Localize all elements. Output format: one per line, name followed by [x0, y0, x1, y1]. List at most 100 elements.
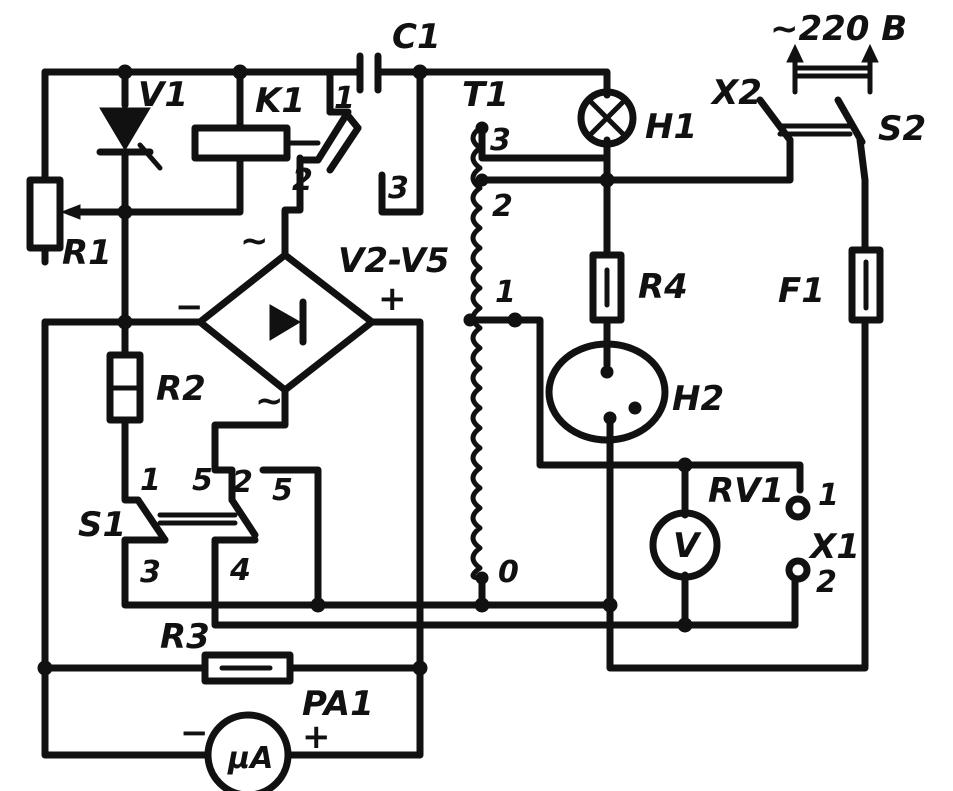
c1-to-h1-wire [374, 68, 611, 99]
junction-dot [117, 64, 133, 80]
pin-x1-2: 2 [816, 565, 837, 600]
s2-link [777, 123, 853, 137]
pin-t1-3: 3 [490, 123, 511, 158]
junction-dot [599, 172, 615, 188]
label-s1: S1 [78, 505, 126, 545]
junction-dot [117, 204, 133, 220]
labels: V1 K1 C1 T1 H1 X2 S2 ~220 B R1 R2 R3 R4 … [62, 9, 926, 776]
junction-dot [412, 660, 428, 676]
v1-thyristor-icon [96, 107, 163, 171]
junction-dot [412, 64, 428, 80]
pin-k1-3: 3 [388, 171, 409, 206]
label-r1: R1 [62, 233, 112, 273]
f1-fuse [848, 246, 884, 324]
sign-bridge-ac-top: ~ [240, 221, 269, 261]
r2-resistor [106, 351, 144, 424]
bridge-ac2-wire [211, 386, 289, 504]
sign-bridge-plus: + [378, 279, 407, 319]
r3-resistor [201, 651, 294, 685]
k1-contacts [296, 108, 362, 174]
junction-dot [474, 597, 490, 613]
pin-s1-5b: 5 [272, 473, 293, 508]
pin-t1-0: 0 [498, 555, 519, 590]
junction-dot [310, 597, 326, 613]
label-c1: C1 [392, 17, 441, 57]
plug-arrow-left [786, 43, 804, 63]
pin-s1-5a: 5 [192, 463, 213, 498]
s1-link [157, 512, 238, 526]
sign-bridge-minus: − [175, 287, 204, 327]
bridge-diode-icon [269, 304, 301, 341]
c1-capacitor [356, 52, 382, 94]
r2-bottom-wire [121, 416, 142, 504]
r4-resistor [589, 251, 625, 324]
ammeter-glyph: μA [227, 741, 273, 776]
h2-neon-lamp-icon [545, 340, 669, 444]
bridge-rectifier [196, 251, 376, 394]
h2-return-wire [606, 316, 869, 672]
voltmeter-glyph: V [673, 526, 702, 566]
s1-5-wire [259, 466, 322, 609]
label-r4: R4 [638, 267, 688, 307]
k1-relay-coil [191, 124, 321, 162]
plug-body [792, 65, 873, 79]
label-k1: K1 [255, 81, 305, 121]
pin-k1-2: 2 [292, 163, 313, 198]
label-t1: T1 [462, 75, 509, 115]
h1-lamp-icon [577, 88, 637, 148]
pin-t1-1: 1 [495, 275, 516, 310]
k1-contact2-wire [281, 154, 304, 259]
pa1-ammeter [204, 711, 292, 791]
label-h2: H2 [672, 379, 724, 419]
junction-dot [677, 457, 693, 473]
x1-terminals [785, 495, 811, 583]
label-s2: S2 [878, 109, 926, 149]
meter-right-wire [286, 664, 424, 759]
pin-k1-1: 1 [334, 81, 355, 116]
k1-contact3-wire [378, 68, 424, 216]
t1-tap2-wire [478, 136, 794, 184]
label-mains: ~220 B [770, 9, 907, 49]
label-pa1: PA1 [302, 684, 374, 724]
label-v2v5: V2-V5 [338, 241, 450, 281]
label-x2: X2 [710, 73, 762, 113]
pin-s1-2: 2 [232, 465, 253, 500]
label-rv1: RV1 [708, 471, 784, 511]
junction-dot [37, 660, 53, 676]
label-r3: R3 [160, 617, 210, 657]
junction-dot [507, 312, 523, 328]
pin-x1-1: 1 [818, 478, 839, 513]
rv1-voltmeter [649, 509, 721, 581]
sign-meter-plus: + [302, 717, 331, 757]
pin-s1-3: 3 [140, 555, 161, 590]
junction-dot [232, 64, 248, 80]
pin-s1-1: 1 [140, 463, 161, 498]
label-f1: F1 [778, 271, 825, 311]
s1-3-wire [121, 536, 614, 609]
junction-dot [677, 617, 693, 633]
bridge-plus-wire [368, 318, 424, 672]
s1-pole-b [228, 496, 259, 539]
s2-switch-blade [834, 96, 866, 146]
label-h1: H1 [645, 107, 697, 147]
t1-winding [463, 121, 489, 585]
left-loop-wire [41, 318, 209, 759]
plug-arrow-right [861, 43, 879, 63]
s1-pole-a [134, 496, 169, 544]
pin-s1-4: 4 [229, 553, 251, 588]
s1-4-wire [211, 536, 799, 629]
t1-tap3-wire [478, 124, 611, 162]
junction-dot [602, 597, 618, 613]
k1-bottom-wire [121, 154, 244, 216]
junction-dots [37, 64, 693, 676]
junction-dot [117, 314, 133, 330]
pin-t1-2: 2 [492, 189, 513, 224]
s2-to-f1-wire [856, 136, 869, 254]
sign-meter-minus: − [180, 713, 209, 753]
r1-resistor [26, 176, 81, 252]
sign-bridge-ac-bottom: ~ [255, 381, 284, 421]
label-v1: V1 [138, 75, 188, 115]
label-x1: X1 [808, 527, 860, 567]
label-r2: R2 [156, 369, 206, 409]
